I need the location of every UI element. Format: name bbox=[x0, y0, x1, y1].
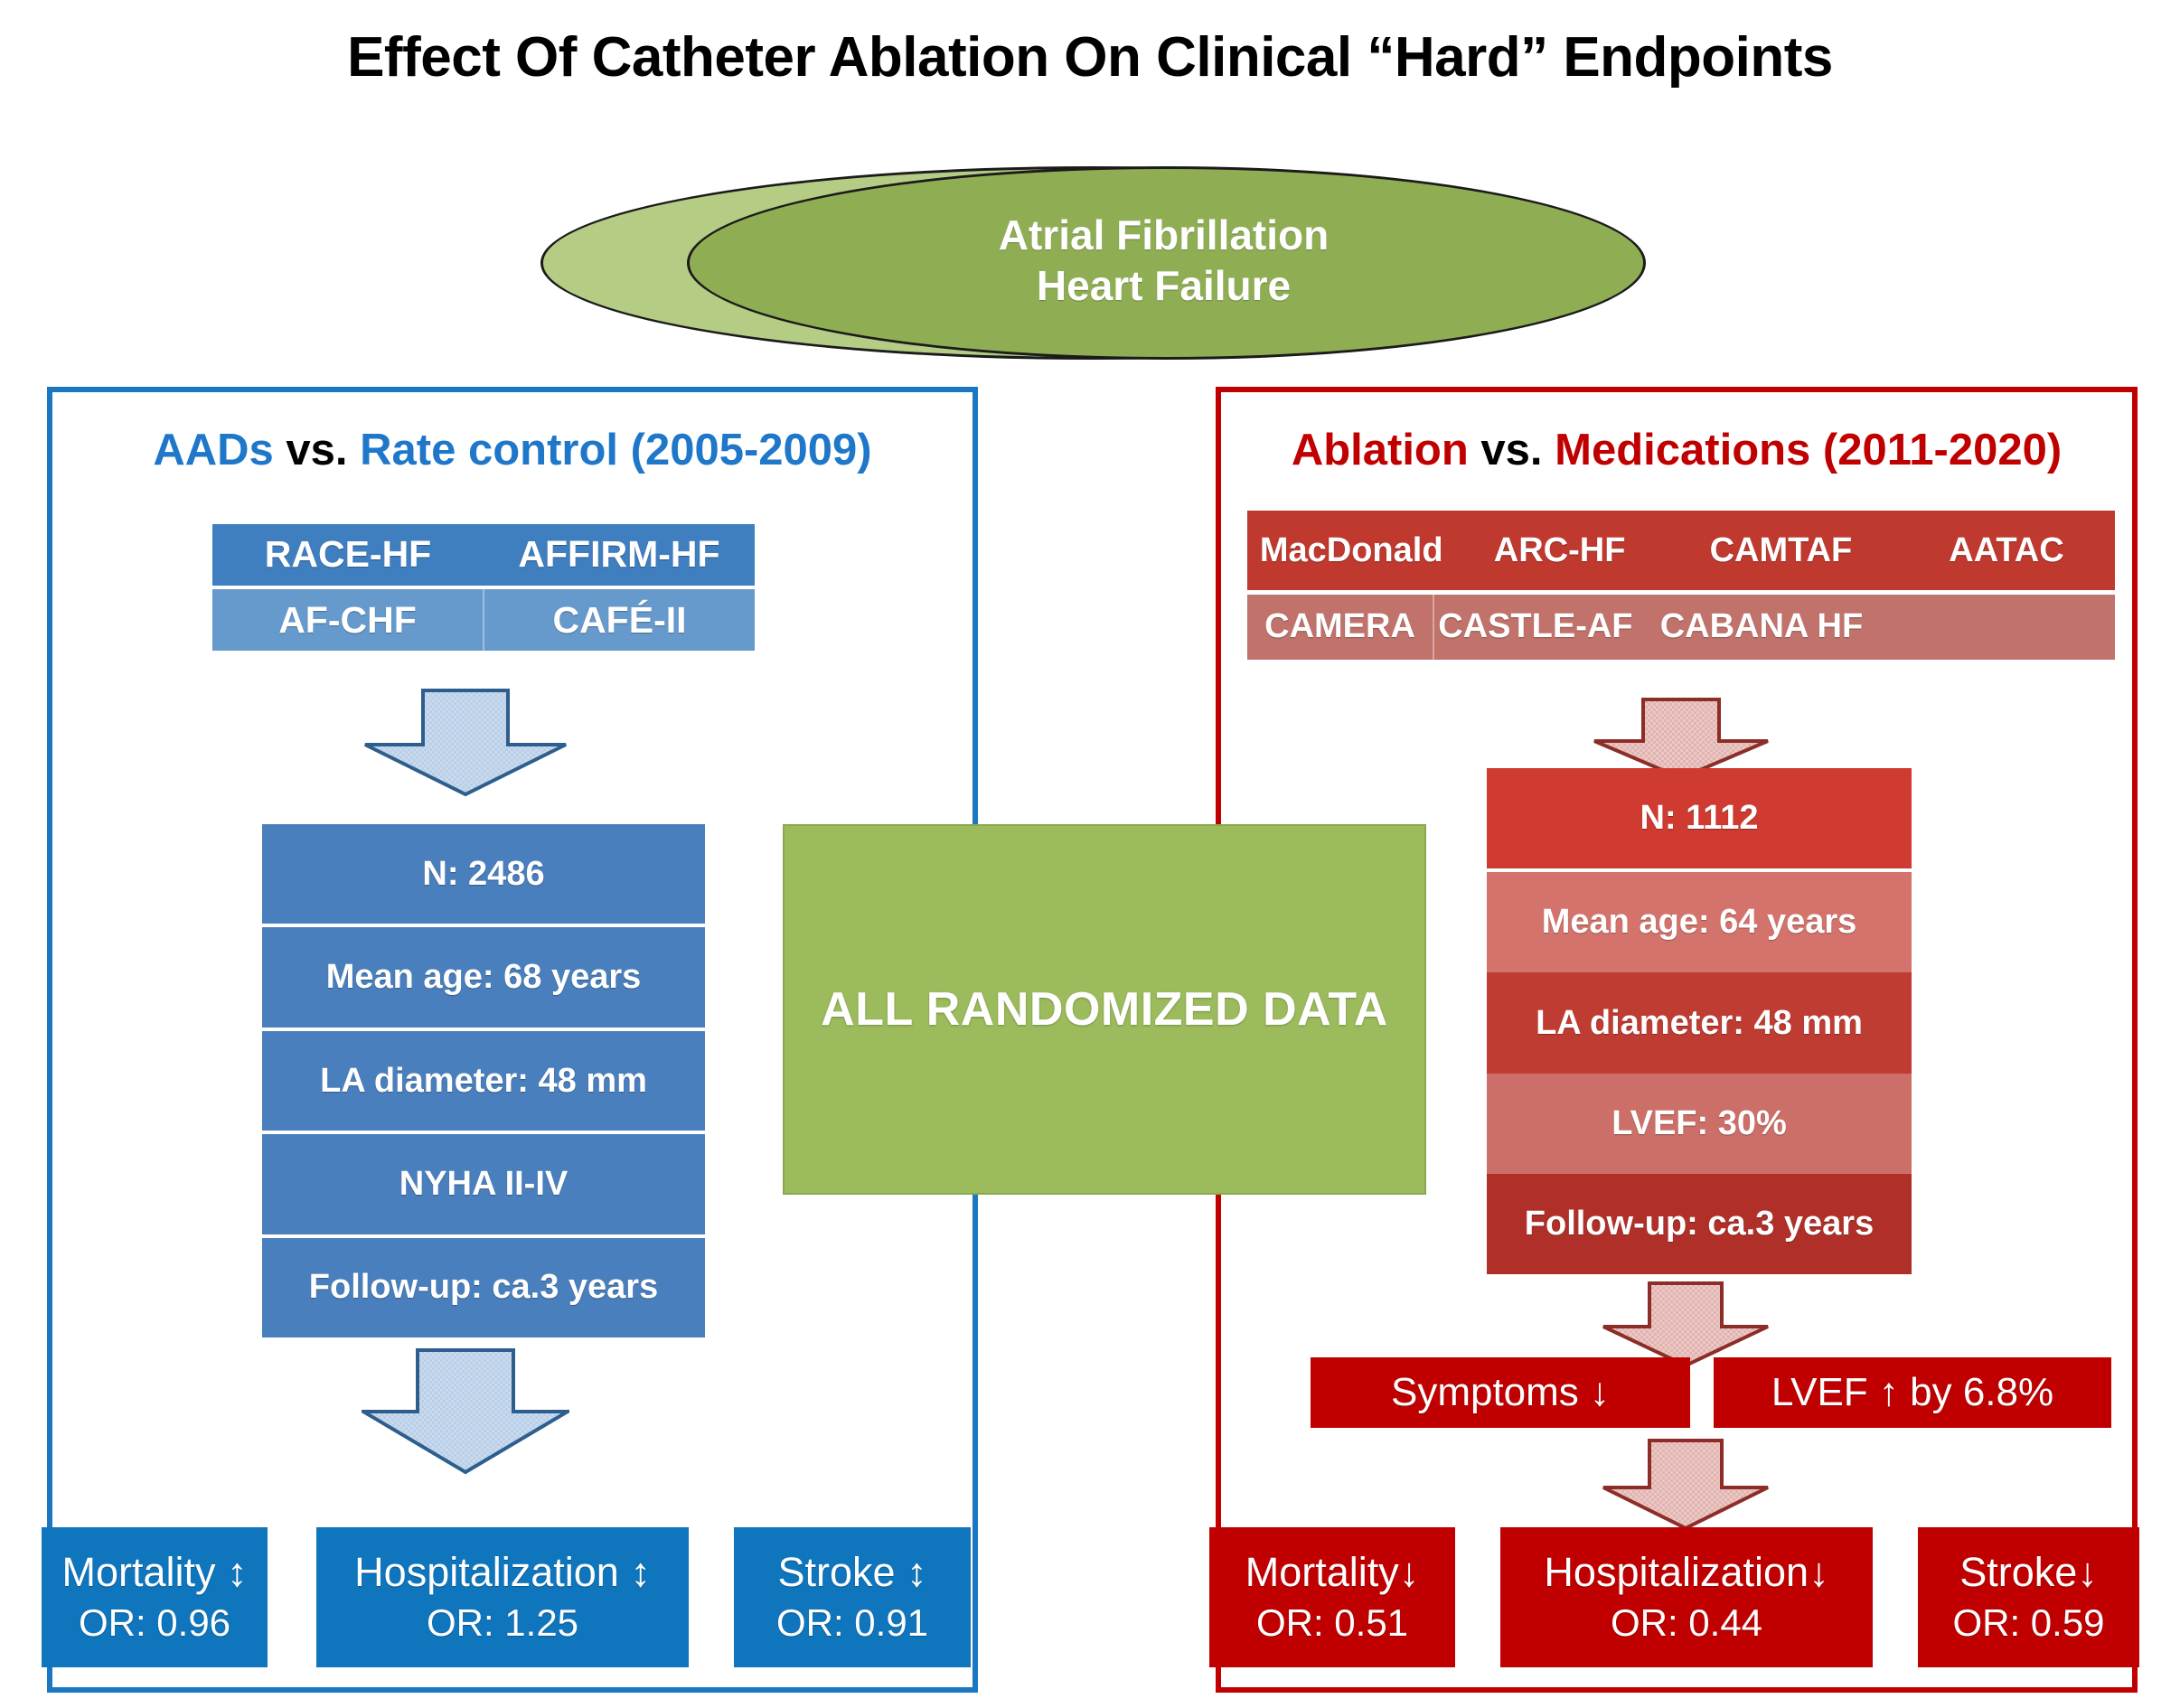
outcome-or: OR: 1.25 bbox=[426, 1601, 579, 1645]
outcome-label: Stroke↓ bbox=[1959, 1548, 2098, 1595]
all-randomized-data-box: ALL RANDOMIZED DATA bbox=[783, 824, 1426, 1195]
stat-follow-up: Follow-up: ca.3 years bbox=[262, 1237, 705, 1338]
table-row: AF-CHF CAFÉ-II bbox=[212, 589, 755, 652]
right-panel-header: Ablation vs. Medications (2011-2020) bbox=[1216, 425, 2138, 475]
left-header-post: Rate control (2005-2009) bbox=[347, 426, 872, 474]
stat-n: N: 2486 bbox=[262, 824, 705, 924]
stat-divider bbox=[262, 1131, 705, 1135]
trial-cell-af-chf: AF-CHF bbox=[212, 589, 483, 652]
stat-la-diameter: LA diameter: 48 mm bbox=[1487, 972, 1912, 1074]
arrow-down-left-trials-to-stats bbox=[362, 689, 569, 797]
left-trial-table: RACE-HF AFFIRM-HF AF-CHF CAFÉ-II bbox=[212, 524, 755, 652]
right-header-vs: vs. bbox=[1480, 426, 1543, 474]
page-title: Effect Of Catheter Ablation On Clinical … bbox=[347, 26, 1833, 89]
arrow-down-right-results-to-outcomes bbox=[1600, 1439, 1771, 1531]
right-trial-table: MacDonald ARC-HF CAMTAF AATAC CAMERA CAS… bbox=[1247, 511, 2115, 660]
outcome-or: OR: 0.96 bbox=[78, 1601, 231, 1645]
outcome-right-hospitalization: Hospitalization↓ OR: 0.44 bbox=[1500, 1527, 1873, 1667]
stat-mean-age: Mean age: 68 years bbox=[262, 927, 705, 1028]
trial-cell-cafe-ii: CAFÉ-II bbox=[483, 589, 755, 652]
left-panel-header: AADs vs. Rate control (2005-2009) bbox=[47, 425, 978, 475]
stat-divider bbox=[1487, 868, 1912, 873]
trial-cell-arc-hf: ARC-HF bbox=[1455, 511, 1664, 591]
trial-cell-race-hf: RACE-HF bbox=[212, 524, 484, 586]
venn-label-heart-failure: Heart Failure bbox=[1036, 262, 1292, 309]
right-stats-stack: N: 1112 Mean age: 64 years LA diameter: … bbox=[1487, 768, 1912, 1275]
trial-cell-cabana-hf: CABANA HF bbox=[1636, 594, 2115, 660]
stat-nyha: NYHA II-IV bbox=[262, 1134, 705, 1234]
all-randomized-data-label: ALL RANDOMIZED DATA bbox=[821, 983, 1388, 1036]
outcome-right-mortality: Mortality↓ OR: 0.51 bbox=[1209, 1527, 1455, 1667]
stat-divider bbox=[262, 1234, 705, 1238]
result-symptoms: Symptoms ↓ bbox=[1311, 1357, 1690, 1428]
outcome-left-mortality: Mortality ↕ OR: 0.96 bbox=[42, 1527, 268, 1667]
stat-divider bbox=[262, 924, 705, 928]
table-row: CAMERA CASTLE-AF CABANA HF bbox=[1247, 594, 2115, 660]
left-header-pre: AADs bbox=[153, 426, 287, 474]
arrow-down-right-trials-to-stats bbox=[1591, 698, 1771, 781]
outcome-or: OR: 0.44 bbox=[1610, 1601, 1763, 1645]
outcome-left-hospitalization: Hospitalization ↕ OR: 1.25 bbox=[316, 1527, 689, 1667]
trial-cell-macdonald: MacDonald bbox=[1247, 511, 1456, 591]
table-row: RACE-HF AFFIRM-HF bbox=[212, 524, 755, 586]
outcome-label: Mortality ↕ bbox=[61, 1548, 248, 1595]
table-row: MacDonald ARC-HF CAMTAF AATAC bbox=[1247, 511, 2115, 591]
trial-cell-camera: CAMERA bbox=[1247, 594, 1435, 660]
stat-follow-up: Follow-up: ca.3 years bbox=[1487, 1173, 1912, 1275]
stat-n: N: 1112 bbox=[1487, 768, 1912, 869]
left-header-vs: vs. bbox=[286, 426, 348, 474]
trial-cell-aatac: AATAC bbox=[1897, 511, 2115, 591]
outcome-label: Hospitalization ↕ bbox=[354, 1548, 651, 1595]
trial-cell-castle-af: CASTLE-AF bbox=[1434, 594, 1637, 660]
table-row-divider bbox=[212, 585, 755, 590]
stat-mean-age: Mean age: 64 years bbox=[1487, 872, 1912, 973]
arrow-down-right-stats-to-results bbox=[1600, 1281, 1771, 1368]
outcome-label: Mortality↓ bbox=[1245, 1548, 1420, 1595]
outcome-label: Stroke ↕ bbox=[777, 1548, 927, 1595]
trial-cell-affirm-hf: AFFIRM-HF bbox=[484, 524, 755, 586]
right-header-pre: Ablation bbox=[1291, 426, 1481, 474]
stat-lvef: LVEF: 30% bbox=[1487, 1073, 1912, 1174]
stat-divider bbox=[262, 1027, 705, 1031]
outcome-label: Hospitalization↓ bbox=[1544, 1548, 1829, 1595]
trial-cell-camtaf: CAMTAF bbox=[1663, 511, 1898, 591]
outcome-or: OR: 0.51 bbox=[1255, 1601, 1409, 1645]
right-header-post: Medications (2011-2020) bbox=[1542, 426, 2063, 474]
left-stats-stack: N: 2486 Mean age: 68 years LA diameter: … bbox=[262, 824, 705, 1338]
arrow-down-left-stats-to-outcomes bbox=[362, 1348, 569, 1475]
outcome-or: OR: 0.59 bbox=[1952, 1601, 2105, 1645]
outcome-right-stroke: Stroke↓ OR: 0.59 bbox=[1918, 1527, 2139, 1667]
venn-labels: Atrial Fibrillation Heart Failure bbox=[687, 166, 1640, 354]
stat-la-diameter: LA diameter: 48 mm bbox=[262, 1030, 705, 1131]
result-lvef: LVEF ↑ by 6.8% bbox=[1714, 1357, 2111, 1428]
table-row-divider bbox=[1247, 590, 2115, 595]
outcome-or: OR: 0.91 bbox=[775, 1601, 929, 1645]
venn-label-atrial-fibrillation: Atrial Fibrillation bbox=[998, 211, 1330, 258]
ellipse-inner-hf bbox=[687, 166, 1646, 360]
venn-diagram: Atrial Fibrillation Heart Failure bbox=[524, 161, 1663, 360]
outcome-left-stroke: Stroke ↕ OR: 0.91 bbox=[734, 1527, 971, 1667]
